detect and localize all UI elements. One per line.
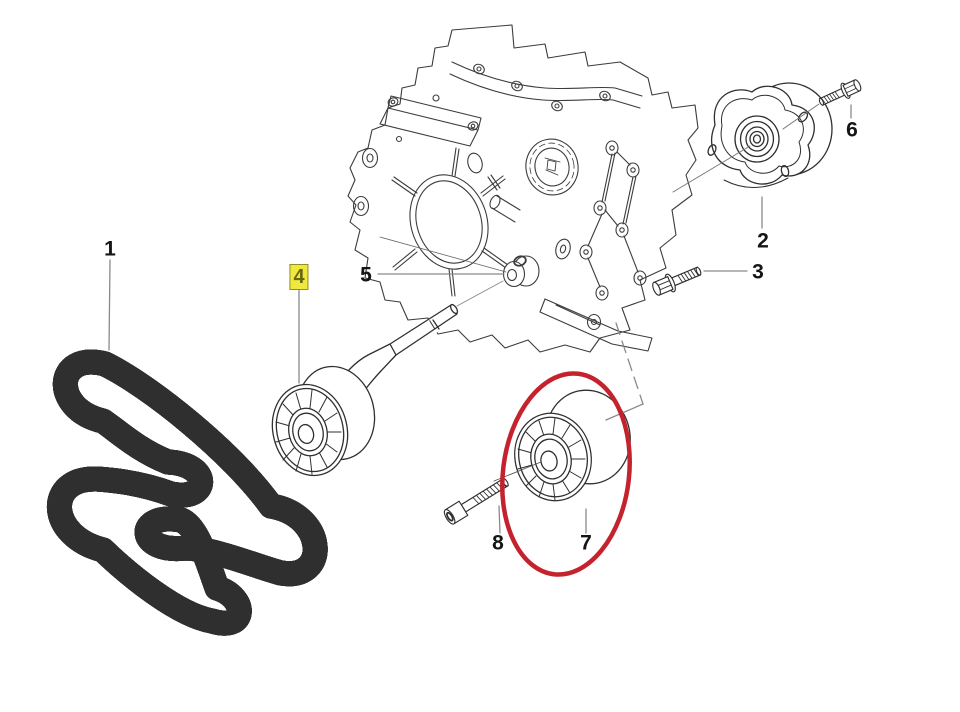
callout-6[interactable]: 6: [846, 118, 858, 142]
belt-tensioner-art: [271, 280, 504, 477]
callout-8[interactable]: 8: [492, 531, 504, 555]
callout-4-highlighted[interactable]: 4: [289, 264, 309, 290]
selection-circle: [500, 371, 632, 577]
callout-1[interactable]: 1: [104, 237, 116, 261]
part2-pulley-art: [707, 82, 833, 189]
bolt-6-art: [818, 79, 862, 106]
leader-lines: [108, 103, 852, 534]
engine-block-art: [347, 24, 699, 353]
callout-2[interactable]: 2: [757, 229, 769, 253]
deflection-pulley-art: [493, 389, 631, 502]
bolt-3-art: [652, 266, 702, 296]
callout-7-circled[interactable]: 7: [580, 531, 592, 555]
bolt-8-art: [443, 477, 509, 525]
callout-5[interactable]: 5: [360, 263, 372, 287]
serpentine-belt: [59, 362, 315, 623]
callout-3[interactable]: 3: [752, 260, 764, 284]
